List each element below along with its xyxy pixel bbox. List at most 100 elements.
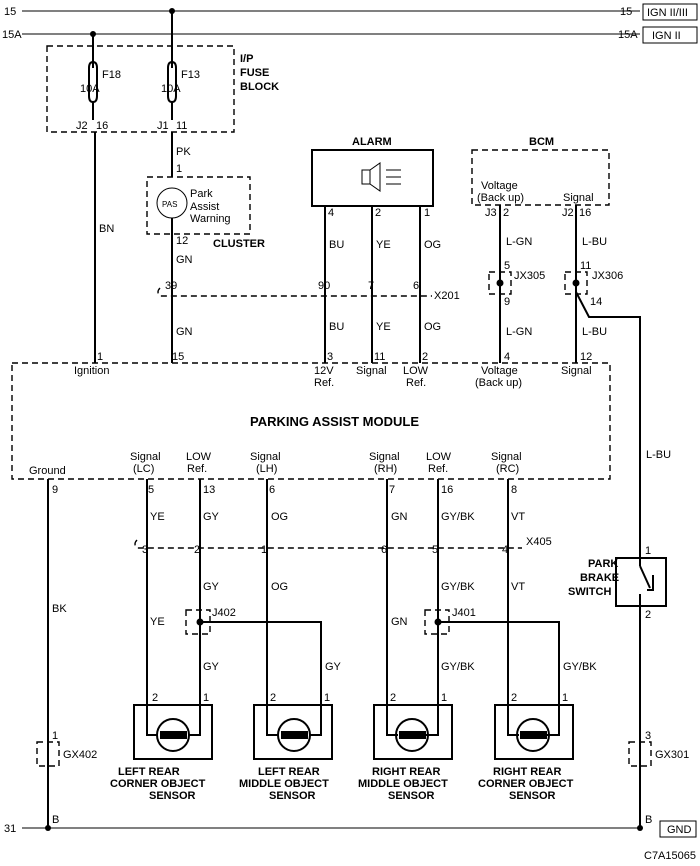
diagram-label: LEFT REAR (118, 766, 180, 778)
diagram-label: (Back up) (475, 377, 522, 389)
jx306-splice: 11 14 JX306 (564, 260, 623, 308)
diagram-label: 15A (2, 29, 22, 41)
diagram-label: Signal (561, 365, 592, 377)
diagram-label: MIDDLE OBJECT (239, 778, 329, 790)
diagram-label: Ref. (428, 463, 448, 475)
diagram-label: GN (176, 326, 193, 338)
diagram-label: GY (203, 661, 220, 673)
diagram-label: (LH) (256, 463, 277, 475)
park-brake-switch: PARK BRAKE SWITCH 1 2 (568, 545, 667, 621)
diagram-label: 39 (165, 280, 177, 292)
diagram-label: YE (150, 616, 165, 628)
diagram-label: Ref. (187, 463, 207, 475)
diagram-label: GX301 (655, 749, 689, 761)
diagram-label: L-GN (506, 236, 532, 248)
diagram-label: LOW (186, 451, 212, 463)
diagram-label: Signal (563, 192, 594, 204)
diagram-label: J1 (157, 120, 169, 132)
diagram-label: FUSE (240, 67, 269, 79)
diagram-label: B (52, 814, 59, 826)
diagram-label: CORNER OBJECT (478, 778, 574, 790)
diagram-label: 1 (424, 207, 430, 219)
diagram-label: 4 (328, 207, 334, 219)
diagram-label: 2 (270, 692, 276, 704)
diagram-label: 1 (562, 692, 568, 704)
diagram-label: GY/BK (441, 511, 475, 523)
sensor-element-icon (520, 731, 547, 739)
diagram-label: 16 (441, 484, 453, 496)
diagram-label: VT (511, 511, 525, 523)
diagram-label: L-BU (646, 449, 671, 461)
diagram-label: CORNER OBJECT (110, 778, 206, 790)
ign-15-rail: 15 15 IGN II/III (4, 3, 698, 21)
sensor-element-icon (281, 731, 308, 739)
diagram-label: BRAKE (580, 572, 619, 584)
diagram-label: GND (667, 824, 692, 836)
diagram-label: 15 (620, 6, 632, 18)
diagram-label: 1 (261, 544, 267, 556)
diagram-label: F18 (102, 69, 121, 81)
ip-fuse-block: I/P FUSE BLOCK F18 10A J2 16 F13 10A J1 … (46, 11, 279, 133)
diagram-label: SENSOR (388, 790, 435, 802)
diagram-label: 6 (381, 544, 387, 556)
diagram-label: SENSOR (149, 790, 196, 802)
diagram-label: I/P (240, 53, 253, 65)
diagram-label: OG (271, 581, 288, 593)
diagram-label: 9 (52, 484, 58, 496)
diagram-label: JX305 (514, 270, 545, 282)
diagram-label: VT (511, 581, 525, 593)
diagram-label: IGN II (652, 30, 681, 42)
diagram-label: (LC) (133, 463, 154, 475)
diagram-label: 90 (318, 280, 330, 292)
diagram-label: GY (203, 511, 220, 523)
diagram-label: OG (424, 239, 441, 251)
parking-assist-module: PARKING ASSIST MODULE 1 Ignition 15 3 12… (11, 351, 611, 496)
diagram-label: GN (391, 511, 408, 523)
ground-rail-31: 31 B B GND (4, 814, 697, 838)
diagram-label: B (645, 814, 652, 826)
diagram-label: 16 (579, 207, 591, 219)
diagram-label: 2 (645, 609, 651, 621)
diagram-label: 1 (176, 163, 182, 175)
diagram-label: 2 (422, 351, 428, 363)
x405-connector: 3 2 1 6 5 4 X405 (134, 536, 552, 556)
diagram-label: YE (376, 321, 391, 333)
diagram-label: Ground (29, 465, 66, 477)
diagram-label: Voltage (481, 365, 518, 377)
diagram-label: 15 (172, 351, 184, 363)
diagram-label: 5 (432, 544, 438, 556)
diagram-label: 1 (203, 692, 209, 704)
diagram-label: Signal (356, 365, 387, 377)
diagram-label: Voltage (481, 180, 518, 192)
diagram-label: 11 (374, 351, 385, 363)
diagram-label: PARKING ASSIST MODULE (250, 414, 419, 429)
diagram-label: 14 (590, 296, 602, 308)
diagram-label: 1 (441, 692, 447, 704)
diagram-label: 4 (502, 544, 508, 556)
diagram-label: GY (325, 661, 342, 673)
diagram-label: IGN II/III (647, 7, 688, 19)
diagram-label: 3 (327, 351, 333, 363)
gx301-ground: 3 GX301 (628, 730, 689, 767)
diagram-label: 2 (152, 692, 158, 704)
diagram-label: 8 (511, 484, 517, 496)
gx402-ground: 1 GX402 (36, 730, 97, 767)
diagram-label: BU (329, 239, 344, 251)
diagram-label: 3 (142, 544, 148, 556)
diagram-label: PK (176, 146, 191, 158)
diagram-label: PARK (588, 558, 618, 570)
diagram-label: 16 (96, 120, 108, 132)
diagram-label: GY/BK (441, 581, 475, 593)
sensor-left-rear-corner: 2 1 LEFT REAR CORNER OBJECT SENSOR (110, 692, 213, 802)
sensor-left-rear-middle: 2 1 LEFT REAR MIDDLE OBJECT SENSOR (239, 692, 333, 802)
diagram-label: 6 (413, 280, 419, 292)
diagram-label: LOW (426, 451, 452, 463)
diagram-label: LEFT REAR (258, 766, 320, 778)
diagram-label: 2 (390, 692, 396, 704)
diagram-label: 9 (504, 296, 510, 308)
diagram-label: Park (190, 188, 213, 200)
diagram-label: 2 (375, 207, 381, 219)
diagram-label: JX306 (592, 270, 623, 282)
diagram-label: 1 (324, 692, 330, 704)
